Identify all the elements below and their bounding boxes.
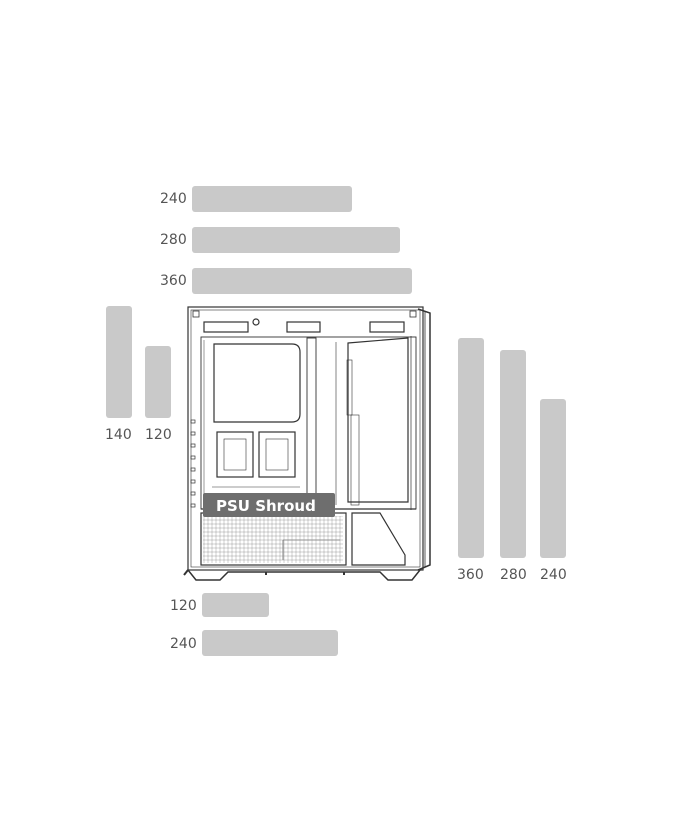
bottom-radiator-240-label: 240: [170, 636, 197, 652]
psu-shroud-label-bg: [203, 493, 335, 517]
cpu-cutout: [213, 343, 301, 423]
front-radiator-280-label: 280: [500, 567, 527, 583]
bottom-radiator-240-bar: [202, 630, 338, 656]
top-vents: [203, 318, 405, 333]
top-radiator-280-label: 280: [160, 232, 187, 248]
motherboard-tray: [200, 336, 417, 510]
rear-radiator-120-label: 120: [145, 427, 172, 443]
front-radiator-280-bar: [500, 350, 526, 558]
psu-shroud-label: PSU Shroud: [216, 497, 316, 515]
top-radiator-240-label: 240: [160, 191, 187, 207]
front-radiator-360-label: 360: [457, 567, 484, 583]
rear-radiator-140-bar: [106, 306, 132, 418]
front-radiator-360-bar: [458, 338, 484, 558]
corner-screws: [192, 310, 417, 318]
gpu-bracket: [335, 336, 412, 510]
top-radiator-280-bar: [192, 227, 400, 253]
bottom-mesh: [203, 516, 343, 563]
front-radiator-240-bar: [540, 399, 566, 558]
top-radiator-360-bar: [192, 268, 412, 294]
front-radiator-240-label: 240: [540, 567, 567, 583]
drive-cages: [212, 431, 300, 488]
bottom-radiator-120-bar: [202, 593, 269, 617]
rear-radiator-140-label: 140: [105, 427, 132, 443]
rear-radiator-120-bar: [145, 346, 171, 418]
bottom-radiator-120-label: 120: [170, 598, 197, 614]
top-radiator-240-bar: [192, 186, 352, 212]
case-outline: [183, 306, 431, 581]
top-radiator-360-label: 360: [160, 273, 187, 289]
rear-slot-marks: [190, 419, 196, 508]
